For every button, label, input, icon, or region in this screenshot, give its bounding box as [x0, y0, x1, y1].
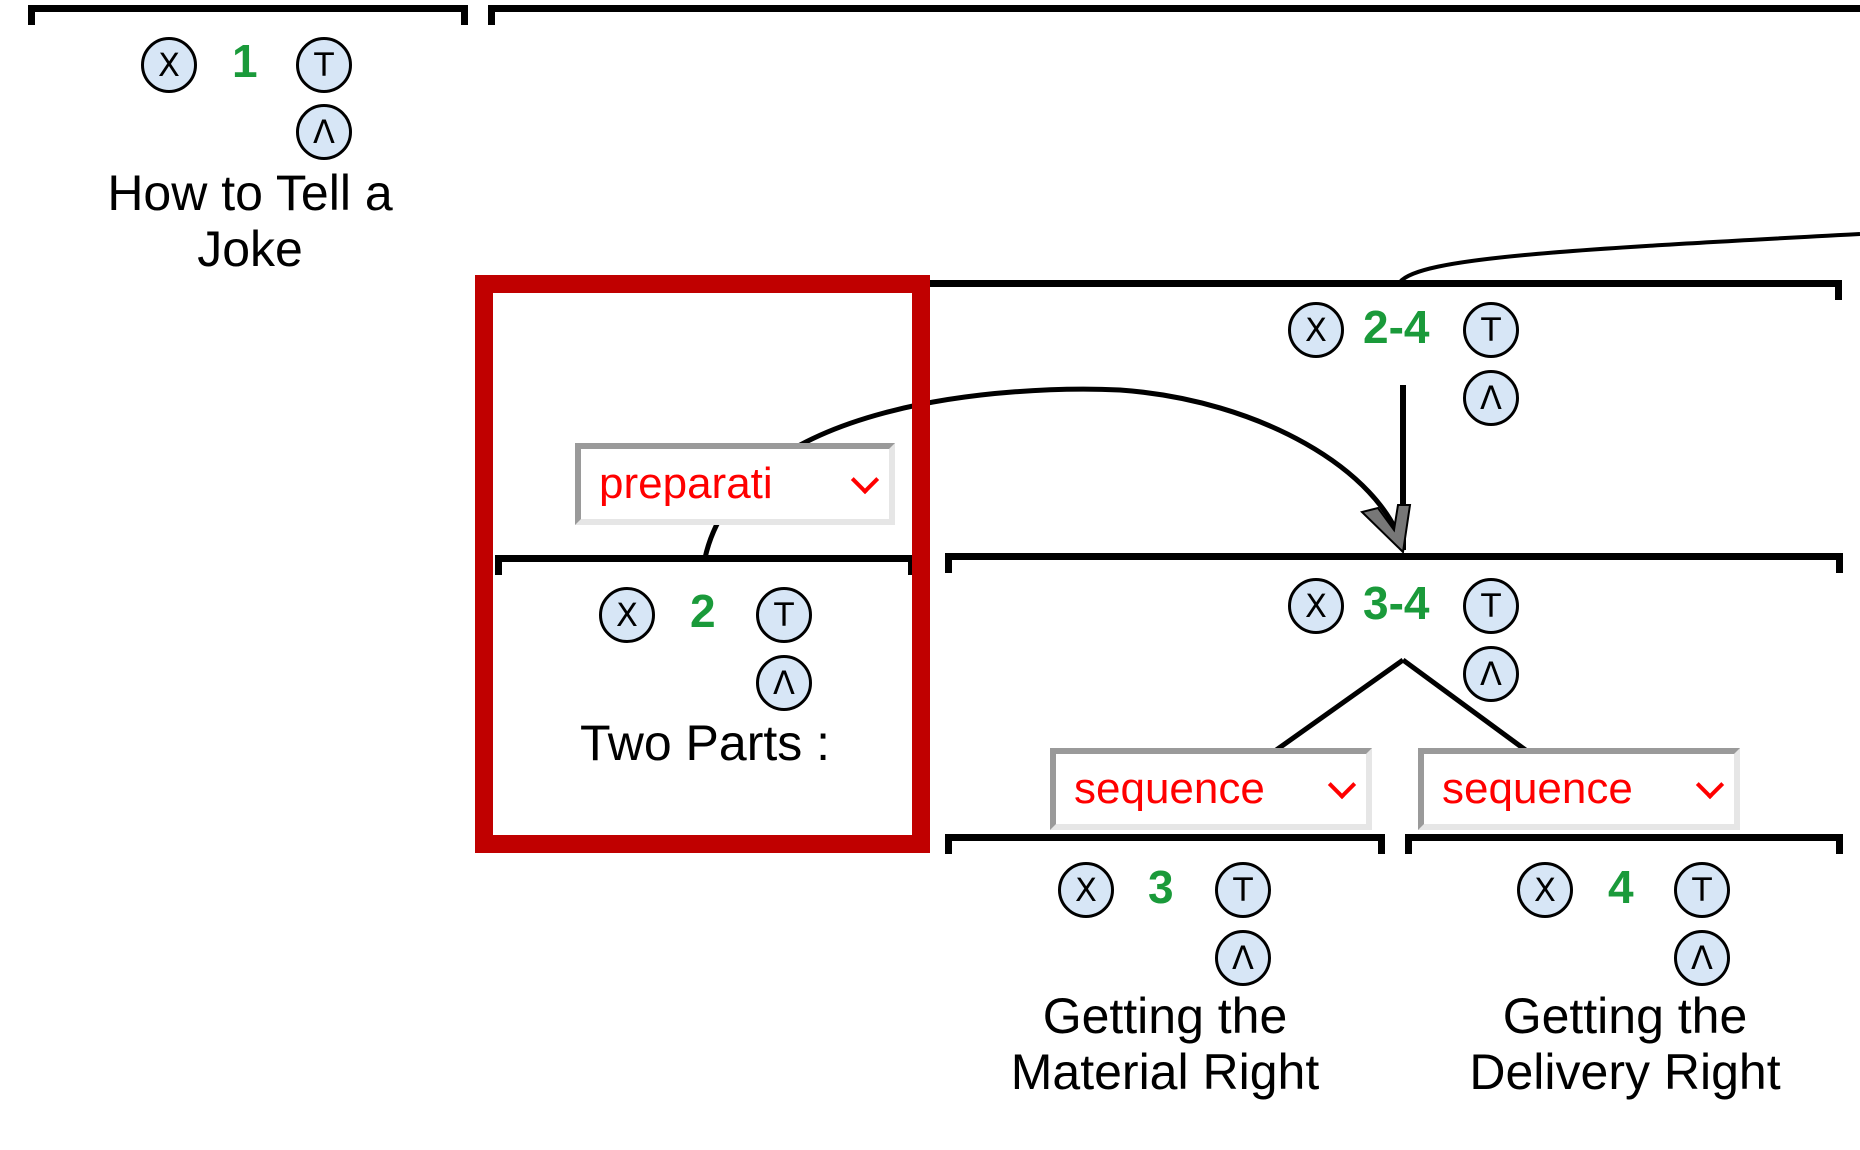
span-bar-root: [488, 5, 1860, 25]
relation-selector-preparation[interactable]: preparati: [575, 443, 895, 525]
node-label-line: Delivery Right: [1469, 1044, 1781, 1100]
node-label-line: Getting the: [1042, 988, 1288, 1044]
collapse-icon[interactable]: Λ: [1674, 930, 1730, 986]
text-icon[interactable]: T: [1463, 302, 1519, 358]
collapse-icon[interactable]: Λ: [1463, 646, 1519, 702]
delete-icon[interactable]: X: [1288, 302, 1344, 358]
node-label-line: How to Tell a: [107, 165, 393, 221]
node-label: Two Parts :: [579, 715, 831, 771]
span-bar-2: [495, 555, 915, 575]
node-label: Getting the Delivery Right: [1405, 988, 1845, 1100]
collapse-icon[interactable]: Λ: [756, 655, 812, 711]
text-icon[interactable]: T: [296, 37, 352, 93]
relation-selector-sequence-right[interactable]: sequence: [1418, 748, 1740, 830]
node-id: 1: [232, 35, 258, 87]
relation-label: sequence: [1074, 767, 1265, 811]
node-label-line: Joke: [197, 221, 303, 277]
node-label: How to Tell a Joke: [40, 165, 460, 277]
relation-selector-sequence-left[interactable]: sequence: [1050, 748, 1372, 830]
span-bar-2-4: [900, 280, 1842, 300]
node-label-line: Getting the: [1502, 988, 1748, 1044]
span-bar-3-4: [945, 553, 1843, 573]
node-id: 3-4: [1363, 577, 1430, 629]
node-id: 2-4: [1363, 301, 1430, 353]
text-icon[interactable]: T: [1674, 862, 1730, 918]
arrowhead-3-4: [1360, 504, 1412, 555]
relation-label: preparati: [599, 462, 773, 506]
text-icon[interactable]: T: [756, 587, 812, 643]
delete-icon[interactable]: X: [599, 587, 655, 643]
collapse-icon[interactable]: Λ: [1463, 370, 1519, 426]
collapse-icon[interactable]: Λ: [1215, 930, 1271, 986]
delete-icon[interactable]: X: [1058, 862, 1114, 918]
connector-2-4-to-parent: [1398, 232, 1860, 284]
delete-icon[interactable]: X: [1517, 862, 1573, 918]
text-icon[interactable]: T: [1463, 578, 1519, 634]
text-icon[interactable]: T: [1215, 862, 1271, 918]
span-bar-1: [28, 5, 468, 25]
collapse-icon[interactable]: Λ: [296, 104, 352, 160]
delete-icon[interactable]: X: [141, 37, 197, 93]
delete-icon[interactable]: X: [1288, 578, 1344, 634]
node-label-line: Material Right: [1010, 1044, 1320, 1100]
chevron-down-icon: [1327, 770, 1357, 800]
span-bar-4: [1405, 834, 1843, 854]
span-bar-3: [945, 834, 1385, 854]
relation-label: sequence: [1442, 767, 1633, 811]
node-id: 4: [1608, 861, 1634, 913]
node-id: 3: [1148, 861, 1174, 913]
selection-highlight: [475, 275, 930, 853]
node-label: Getting the Material Right: [945, 988, 1385, 1100]
node-id: 2: [690, 585, 716, 637]
chevron-down-icon: [1695, 770, 1725, 800]
